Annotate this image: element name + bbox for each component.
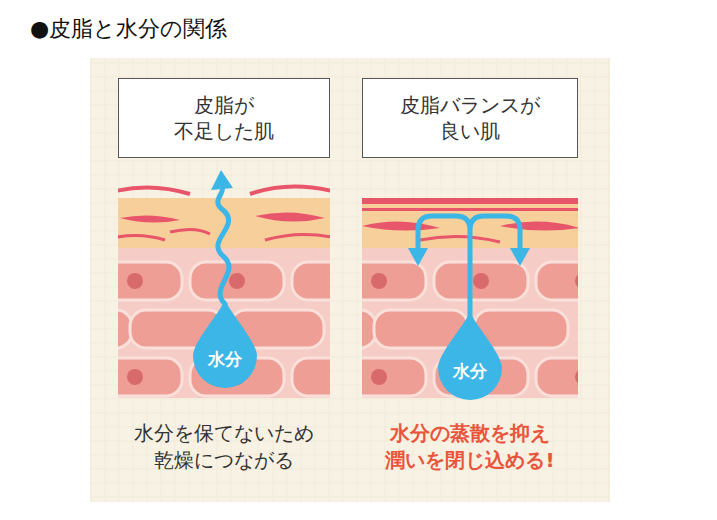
arrowhead xyxy=(510,248,530,266)
evaporation-arrow xyxy=(218,186,229,304)
skin-type-box: 皮脂が 不足した肌 xyxy=(118,78,330,158)
diagram-title: ●皮脂と水分の関係 xyxy=(30,14,227,44)
box-text: 皮脂が 不足した肌 xyxy=(159,92,289,144)
water-drop: 水分 xyxy=(438,312,502,400)
drop-text: 水分 xyxy=(438,360,502,382)
healthy-skin xyxy=(362,198,578,398)
drop-shape xyxy=(438,312,502,400)
retained-arrow xyxy=(418,216,520,318)
drop-shape xyxy=(193,300,257,388)
arrowhead xyxy=(408,248,428,266)
water-drop: 水分 xyxy=(193,300,257,388)
caption-text: 水分を保てないため 乾燥につながる xyxy=(124,420,324,474)
skin-type-box: 皮脂バランスが 良い肌 xyxy=(362,78,578,158)
arrowhead xyxy=(211,170,233,190)
box-text: 皮脂バランスが 良い肌 xyxy=(395,92,545,144)
drop-text: 水分 xyxy=(193,348,257,370)
caption-text: 水分の蒸散を抑え 潤いを閉じ込める! xyxy=(370,420,570,474)
dry-skin xyxy=(118,186,330,398)
